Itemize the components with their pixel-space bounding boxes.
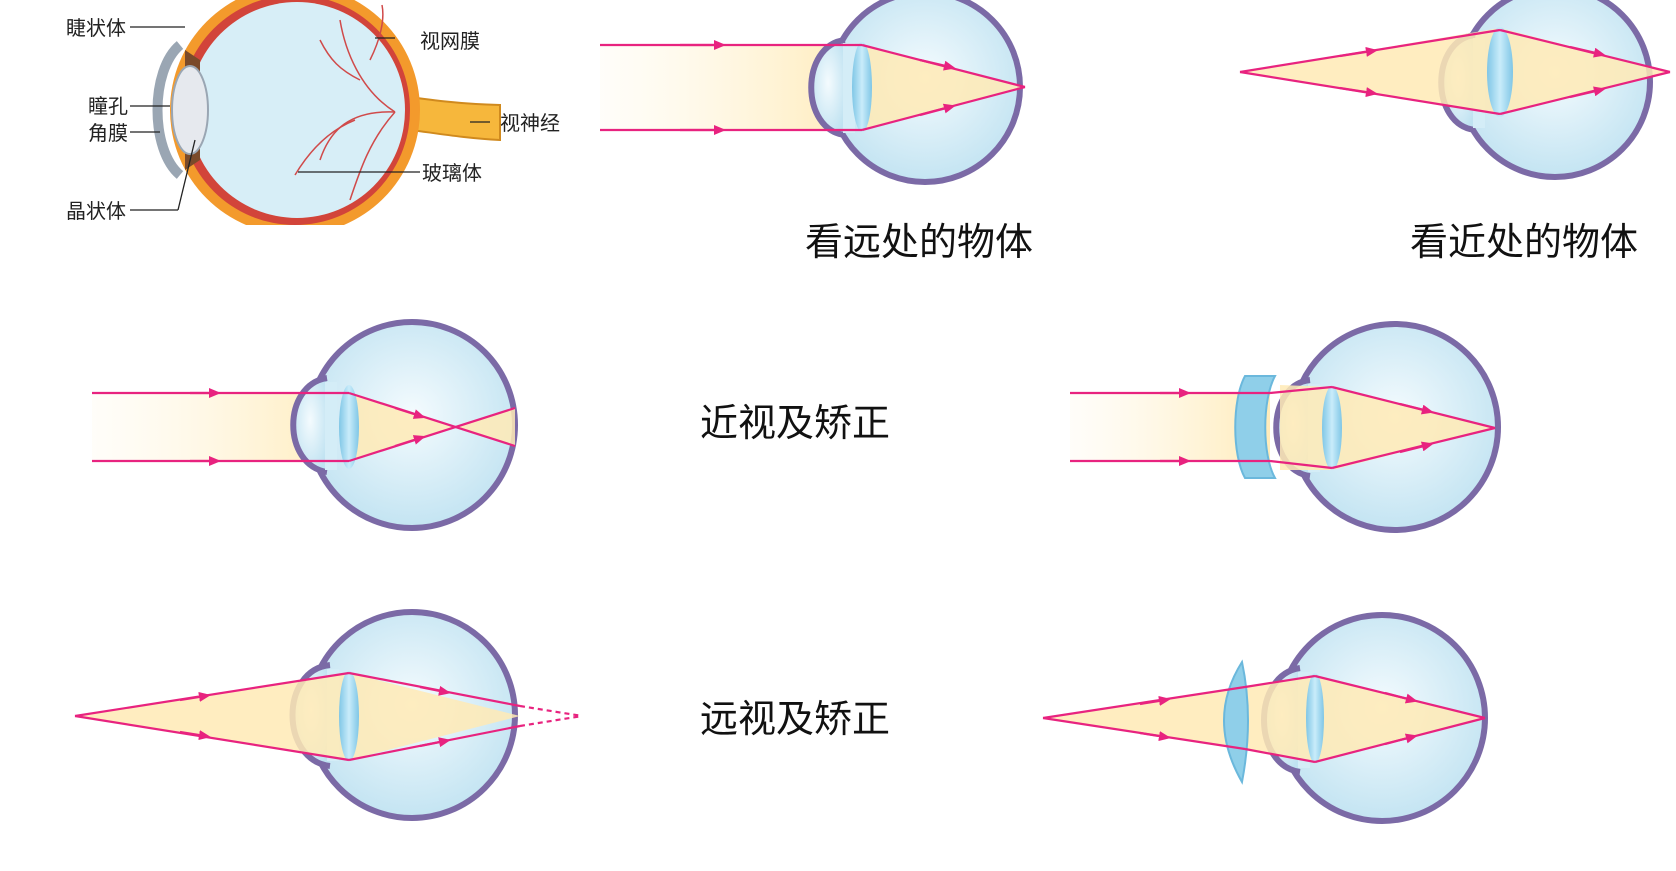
label-pupil: 瞳孔 [88, 94, 128, 118]
lens-far [852, 42, 872, 132]
rays-far [600, 40, 1026, 135]
panel-far-object: 看远处的物体 [600, 0, 1033, 264]
panel-myopia [92, 319, 518, 531]
convex-corrective-lens [1223, 659, 1249, 785]
eye-anatomy-cross-section: 睫状体 瞳孔 角膜 晶状体 视网膜 视神经 玻璃体 [0, 0, 560, 255]
rays-hyperopia-corrected [1042, 674, 1486, 764]
panel-hyperopia-corrected [1042, 612, 1488, 824]
anatomy-lens-shape [171, 65, 209, 155]
caption-myopia: 近视及矫正 [700, 401, 890, 445]
cornea-shape [152, 41, 184, 179]
label-ciliary-body: 睫状体 [66, 16, 126, 40]
lens-myopia-corrected [1322, 386, 1342, 470]
leader-lines [130, 26, 490, 211]
panel-myopia-corrected [1070, 321, 1501, 533]
label-optic-nerve: 视神经 [500, 111, 560, 135]
lens-hyperopia-corrected [1306, 673, 1324, 763]
rays-near [1239, 28, 1671, 116]
rays-myopia [92, 388, 516, 466]
rays-hyperopia [74, 671, 583, 762]
vitreous-body-shape [189, 2, 405, 218]
blood-vessels [294, 4, 396, 201]
rays-myopia-corrected [1070, 385, 1496, 470]
lens-near [1487, 27, 1513, 117]
caption-near-object: 看近处的物体 [1410, 220, 1638, 264]
panel-hyperopia [74, 609, 583, 821]
label-retina: 视网膜 [420, 29, 480, 53]
label-vitreous: 玻璃体 [422, 161, 482, 185]
concave-corrective-lens [1234, 375, 1277, 479]
caption-hyperopia: 远视及矫正 [700, 697, 890, 741]
optic-nerve-shape [394, 93, 501, 142]
panel-near-object: 看近处的物体 [1239, 0, 1671, 264]
label-lens: 晶状体 [66, 199, 126, 223]
caption-far-object: 看远处的物体 [805, 220, 1033, 264]
lens-hyperopia [339, 671, 359, 761]
label-cornea: 角膜 [88, 121, 128, 145]
lens-myopia [339, 385, 359, 469]
